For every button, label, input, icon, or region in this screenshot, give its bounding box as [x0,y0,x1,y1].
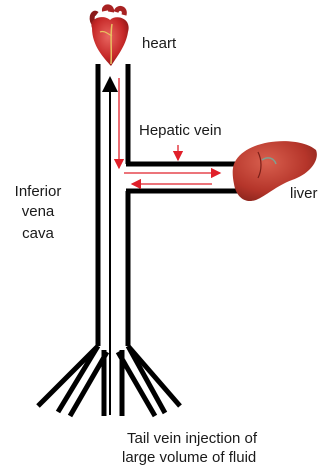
ivc-label-line3: cava [22,225,54,242]
heart-icon [91,7,128,66]
ivc-label-line2: vena [22,203,55,220]
hepatic-vein [126,164,244,191]
injection-label: Tail vein injection of large volume of f… [122,430,258,465]
liver-label: liver [290,185,318,202]
injection-label-line2: large volume of fluid [122,449,256,465]
heart-label: heart [142,35,177,52]
hepatic-vein-label: Hepatic vein [139,122,222,139]
injection-label-line1: Tail vein injection of [127,430,258,447]
inferior-vena-cava [98,64,128,346]
ivc-label-line1: Inferior [15,183,62,200]
ivc-label: Inferior vena cava [15,183,62,242]
